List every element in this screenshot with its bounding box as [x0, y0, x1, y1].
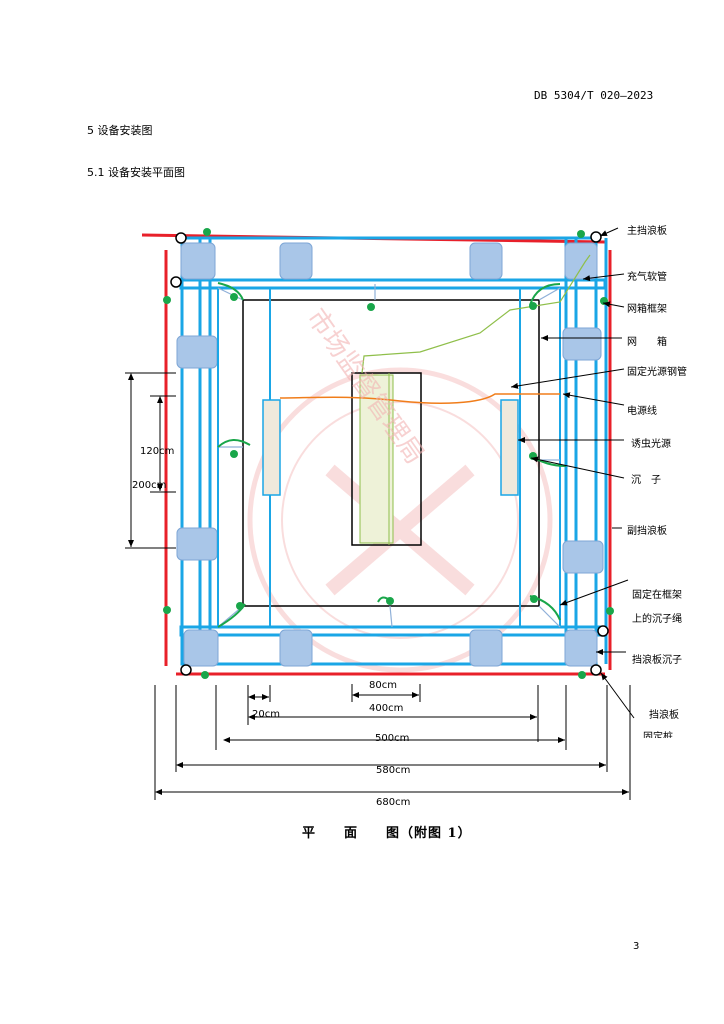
- dim-580cm: 580cm: [376, 765, 411, 776]
- label-board-sinker: 挡浪板沉子: [632, 655, 682, 666]
- label-frame-sinker-line2: 上的沉子绳: [632, 614, 682, 625]
- label-aux-wave-board: 副挡浪板: [627, 526, 667, 537]
- label-main-wave-board: 主挡浪板: [627, 226, 667, 237]
- net-cage: [242, 299, 540, 607]
- float-boxes: [176, 242, 604, 667]
- central-light-box: [351, 372, 422, 546]
- figure-caption: 平 面 图（附图 1）: [302, 826, 472, 841]
- label-board-fix-line1: 挡浪板: [649, 710, 679, 721]
- section-5-title: 5 设备安装图: [87, 124, 153, 137]
- label-floating-frame: 网箱框架: [627, 304, 667, 315]
- power-line: [279, 393, 560, 404]
- section-5-1-title: 5.1 设备安装平面图: [87, 166, 185, 179]
- watermark-seal: [247, 367, 553, 673]
- label-inflation-hose: 充气软管: [627, 272, 667, 283]
- dim-400cm: 400cm: [369, 703, 404, 711]
- dim-680cm: 680cm: [376, 797, 411, 808]
- label-frame-sinker-line1: 固定在框架: [632, 590, 682, 601]
- dim-80cm: 80cm: [369, 680, 397, 691]
- label-net-cage: 网 箱: [627, 337, 667, 348]
- horizontal-dimensions: [154, 684, 631, 800]
- label-fixed-light-tube: 固定光源钢管: [627, 367, 687, 378]
- label-insect-light: 诱虫光源: [631, 439, 671, 450]
- label-sinker: 沉 子: [631, 475, 661, 486]
- dim-20cm: 20cm: [252, 709, 280, 720]
- dim-120cm: 120cm: [140, 446, 175, 457]
- document-code: DB 5304/T 020—2023: [534, 89, 654, 102]
- label-board-fix-line2: 固定桩: [643, 732, 673, 738]
- vertical-dimensions: [125, 372, 176, 549]
- light-tube-right: [500, 399, 519, 496]
- inflation-hose: [361, 254, 591, 374]
- dim-200cm: 200cm: [132, 480, 167, 491]
- dim-500cm: 500cm: [375, 733, 410, 744]
- page-number: 3: [633, 941, 640, 952]
- label-power-line: 电源线: [627, 406, 657, 417]
- light-tube-left: [262, 399, 281, 496]
